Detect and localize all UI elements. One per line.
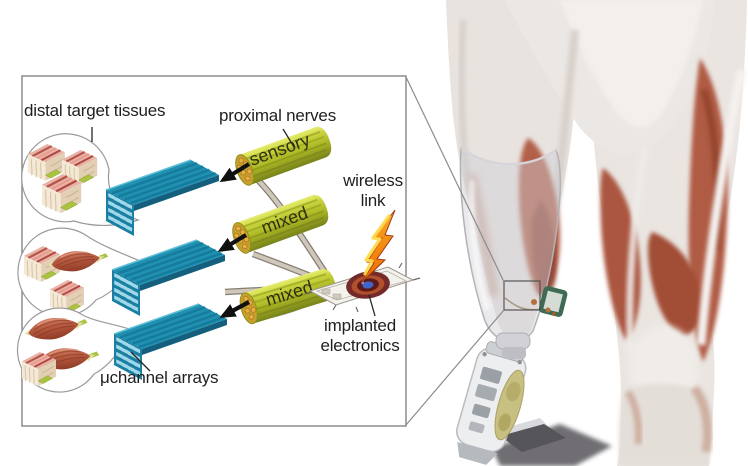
label-wireless-link: wireless link <box>343 171 403 210</box>
wireless-module-chip <box>538 286 568 317</box>
calf-muscle <box>690 385 712 453</box>
callout-line-bottom <box>405 309 505 426</box>
implant-dot <box>552 312 556 316</box>
implant-site-marker <box>503 280 541 311</box>
callout-line-top <box>405 76 505 283</box>
label-microchannel-arrays: μchannel arrays <box>100 368 219 387</box>
prosthetic-socket <box>459 146 561 359</box>
thigh-shading <box>458 19 473 196</box>
arrow-sensory <box>219 162 251 183</box>
implant-dot <box>531 299 537 305</box>
prosthetic-leg <box>456 146 612 466</box>
calf <box>619 383 711 466</box>
groin-fascia <box>560 0 703 127</box>
anatomy-illustration <box>446 0 747 466</box>
it-band <box>696 69 747 346</box>
label-implanted-electronics: implanted electronics <box>320 316 400 355</box>
nerve-to-array-arrows <box>217 162 251 318</box>
label-distal-target-tissues: distal target tissues <box>24 101 166 120</box>
implanted-electronics-chip <box>304 262 421 313</box>
pointer-implanted-electronics <box>368 294 376 317</box>
label-proximal-nerves: proximal nerves <box>219 106 336 125</box>
chip-pins <box>304 262 421 313</box>
label-pointer-lines <box>91 127 376 372</box>
arrow-mixed-2 <box>219 300 250 318</box>
implant-dot <box>545 307 551 313</box>
calf-muscle <box>624 390 642 445</box>
sartorius <box>626 147 649 359</box>
prosthetic-knee-unit <box>456 341 527 465</box>
arrow-mixed-1 <box>217 233 248 253</box>
lightning-bolt-icon <box>360 209 396 284</box>
muscle-hint <box>467 174 499 297</box>
hamstring-muscle <box>648 232 702 336</box>
prosthetic-foot <box>492 418 612 466</box>
pointer-proximal-nerves <box>282 128 295 148</box>
pointer-uchannel-arrays <box>130 351 151 372</box>
